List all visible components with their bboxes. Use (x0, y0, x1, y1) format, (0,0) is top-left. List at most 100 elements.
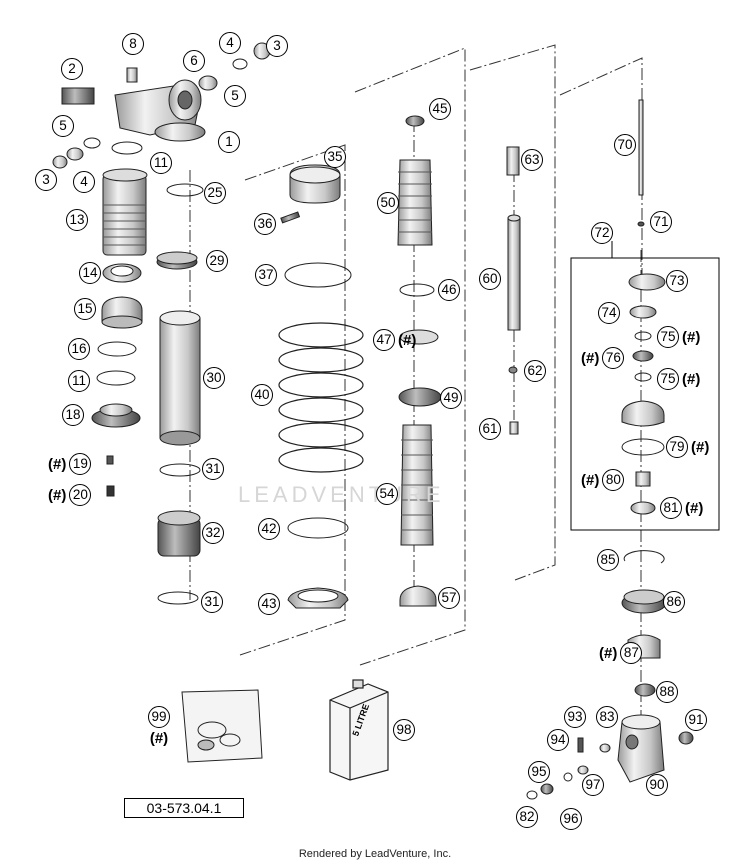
main-spring (278, 322, 364, 473)
callout-75: 75(#) (657, 326, 700, 348)
assembly-guides (189, 44, 643, 720)
callout-number: 47 (373, 329, 395, 351)
callout-number: 31 (201, 591, 223, 613)
callout-60: 60 (479, 268, 501, 290)
callout-note: (#) (691, 438, 710, 456)
callout-97: 97 (582, 774, 604, 796)
callout-number: 75 (657, 326, 679, 348)
callout-79: 79(#) (666, 436, 709, 458)
callout-32: 32 (202, 522, 224, 544)
callout-15: 15 (74, 298, 96, 320)
callout-11: 11 (68, 370, 90, 392)
callout-number: 90 (646, 774, 668, 796)
valve-column (621, 99, 667, 697)
callout-18: 18 (62, 404, 84, 426)
callout-54: 54 (376, 483, 398, 505)
callout-80: (#)80 (581, 469, 625, 491)
callout-40: 40 (251, 384, 273, 406)
callout-number: 86 (663, 591, 685, 613)
callout-29: 29 (206, 250, 228, 272)
callout-number: 35 (324, 146, 346, 168)
callout-36: 36 (254, 213, 276, 235)
callout-note: (#) (48, 455, 67, 473)
callout-note: (#) (682, 328, 701, 346)
callout-number: 2 (61, 58, 83, 80)
callout-number: 11 (68, 370, 90, 392)
callout-number: 29 (206, 250, 228, 272)
callout-86: 86 (663, 591, 685, 613)
callout-13: 13 (66, 209, 88, 231)
callout-16: 16 (68, 338, 90, 360)
callout-94: 94 (547, 729, 569, 751)
callout-number: 80 (602, 469, 625, 491)
callout-number: 73 (666, 270, 688, 292)
callout-6: 6 (183, 50, 205, 72)
bumper-column (397, 115, 442, 607)
watermark-text: LEADVENTURE (238, 482, 445, 507)
callout-number: 49 (440, 387, 462, 409)
callout-number: 31 (202, 458, 224, 480)
callout-note: (#) (149, 730, 169, 747)
callout-61: 61 (479, 418, 501, 440)
callout-42: 42 (258, 518, 280, 540)
callout-31: 31 (201, 591, 223, 613)
callout-75: 75(#) (657, 368, 700, 390)
callout-14: 14 (79, 262, 101, 284)
callout-number: 83 (596, 706, 618, 728)
callout-87: (#)87 (599, 642, 643, 664)
callout-note: (#) (581, 471, 600, 489)
callout-number: 20 (69, 484, 92, 506)
callout-number: 25 (204, 182, 226, 204)
callout-81: 81(#) (660, 497, 703, 519)
callout-31: 31 (202, 458, 224, 480)
footer-credit: Rendered by LeadVenture, Inc. (298, 848, 452, 860)
left-stack (91, 263, 143, 497)
callout-number: 5 (52, 115, 74, 137)
callout-19: (#)19 (48, 453, 92, 475)
callout-number: 6 (183, 50, 205, 72)
callout-number: 46 (438, 279, 460, 301)
callout-62: 62 (524, 360, 546, 382)
callout-note: (#) (398, 331, 417, 349)
callout-95: 95 (528, 761, 550, 783)
spring-lower (287, 517, 349, 609)
callout-number: 43 (258, 593, 280, 615)
kit-72-frame (570, 257, 720, 531)
callout-number: 4 (219, 32, 241, 54)
callout-74: 74 (598, 302, 620, 324)
callout-number: 96 (560, 808, 582, 830)
callout-88: 88 (656, 681, 678, 703)
callout-50: 50 (377, 192, 399, 214)
callout-number: 8 (122, 33, 144, 55)
callout-98: 98 (393, 719, 415, 741)
callout-number: 61 (479, 418, 501, 440)
callout-number: 87 (620, 642, 643, 664)
callout-72: 72 (591, 222, 613, 244)
callout-number: 79 (666, 436, 688, 458)
callout-number: 62 (524, 360, 546, 382)
callout-30: 30 (203, 367, 225, 389)
callout-number: 3 (35, 169, 57, 191)
callout-number: 81 (660, 497, 682, 519)
reference-code: 03-573.04.1 (124, 798, 244, 818)
callout-number: 98 (393, 719, 415, 741)
callout-number: 72 (591, 222, 613, 244)
callout-number: 75 (657, 368, 679, 390)
callout-5: 5 (52, 115, 74, 137)
callout-note: (#) (48, 486, 67, 504)
callout-number: 97 (582, 774, 604, 796)
callout-number: 42 (258, 518, 280, 540)
callout-93: 93 (564, 706, 586, 728)
callout-71: 71 (650, 211, 672, 233)
seal-kit-bag (181, 689, 263, 763)
callout-number: 4 (73, 171, 95, 193)
callout-number: 36 (254, 213, 276, 235)
callout-20: (#)20 (48, 484, 92, 506)
callout-number: 94 (547, 729, 569, 751)
callout-note: (#) (599, 644, 618, 662)
callout-number: 99 (148, 706, 170, 728)
callout-number: 13 (66, 209, 88, 231)
callout-35: 35 (324, 146, 346, 168)
callout-number: 93 (564, 706, 586, 728)
